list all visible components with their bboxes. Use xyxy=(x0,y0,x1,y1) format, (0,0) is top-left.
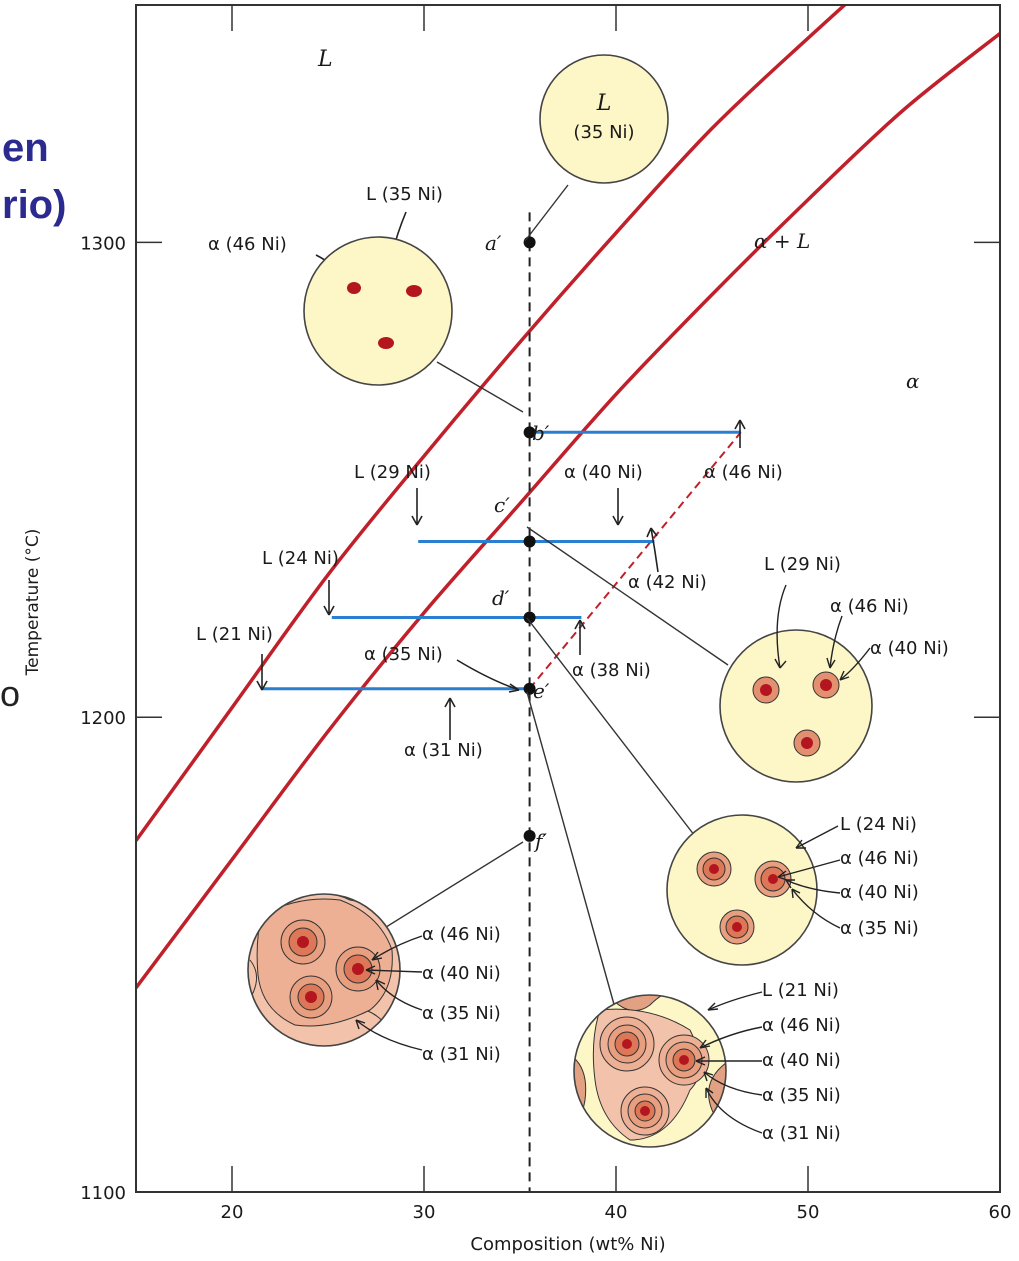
label-c-alpha-40: α (40 Ni) xyxy=(564,462,643,483)
y-tick-label: 1200 xyxy=(80,708,126,729)
y-tick-label: 1300 xyxy=(80,233,126,254)
axes: 20 30 40 50 60 1100 1200 1300 xyxy=(80,5,1011,1223)
point-label-f: f′ xyxy=(533,829,547,853)
region-label-two-phase: α + L xyxy=(754,229,810,253)
microstructure-d xyxy=(666,814,818,966)
label-f-circle-alpha-35: α (35 Ni) xyxy=(422,1003,501,1024)
label-d-circle-alpha-46: α (46 Ni) xyxy=(840,848,919,869)
y-axis-title: Temperature (°C) xyxy=(23,529,43,677)
label-b-alpha-46: α (46 Ni) xyxy=(704,462,783,483)
label-d-circle-liquid: L (24 Ni) xyxy=(840,814,917,835)
label-c-alpha-42: α (42 Ni) xyxy=(628,572,707,593)
state-point-a xyxy=(523,236,536,249)
microstructure-a: L (35 Ni) xyxy=(539,54,669,184)
microstructure-f xyxy=(247,893,401,1047)
x-tick-label: 50 xyxy=(797,1202,820,1223)
point-label-a: a′ xyxy=(485,231,502,255)
microstructure-d-arrows xyxy=(777,825,841,929)
label-d-alpha-38: α (38 Ni) xyxy=(572,660,651,681)
solidus-line xyxy=(136,32,1000,989)
label-d-circle-alpha-40: α (40 Ni) xyxy=(840,882,919,903)
plot-frame xyxy=(135,4,1001,1193)
point-label-c: c′ xyxy=(494,493,510,517)
phase-boundaries xyxy=(136,5,1000,989)
label-c-circle-alpha-46: α (46 Ni) xyxy=(830,596,909,617)
label-c-circle-alpha-40: α (40 Ni) xyxy=(870,638,949,659)
x-tick-label: 20 xyxy=(221,1202,244,1223)
region-label-alpha: α xyxy=(906,369,920,393)
point-label-e: e′ xyxy=(533,679,550,703)
label-d-alpha-35: α (35 Ni) xyxy=(364,644,443,665)
state-point-d xyxy=(523,611,536,624)
point-label-d: d′ xyxy=(492,586,510,610)
slide-title-fragment-2: rio) xyxy=(2,183,67,227)
label-e-liquid: L (21 Ni) xyxy=(196,624,273,645)
x-tick-label: 40 xyxy=(605,1202,628,1223)
label-f-circle-alpha-40: α (40 Ni) xyxy=(422,963,501,984)
microstructure-c-arrows xyxy=(774,584,871,681)
label-b-alpha: α (46 Ni) xyxy=(208,234,287,255)
label-c-circle-liquid: L (29 Ni) xyxy=(764,554,841,575)
microstructure-f-arrows xyxy=(355,935,423,1051)
label-b-liquid: L (35 Ni) xyxy=(366,184,443,205)
region-label-liquid: L xyxy=(317,47,333,72)
label-e-circle-alpha-40: α (40 Ni) xyxy=(762,1050,841,1071)
label-e-alpha-31: α (31 Ni) xyxy=(404,740,483,761)
x-tick-label: 60 xyxy=(989,1202,1012,1223)
microstructure-e xyxy=(573,994,727,1148)
state-point-f xyxy=(523,829,536,842)
label-f-circle-alpha-31: α (31 Ni) xyxy=(422,1044,501,1065)
label-e-circle-alpha-46: α (46 Ni) xyxy=(762,1015,841,1036)
tie-lines xyxy=(260,430,741,691)
circle-a-composition: (35 Ni) xyxy=(573,122,634,143)
label-e-circle-alpha-35: α (35 Ni) xyxy=(762,1085,841,1106)
point-label-b: b′ xyxy=(532,421,550,445)
circle-a-label: L xyxy=(596,91,612,116)
microstructure-c xyxy=(719,629,873,783)
label-f-circle-alpha-46: α (46 Ni) xyxy=(422,924,501,945)
microstructure-b xyxy=(303,236,453,386)
slide-text-fragment: o xyxy=(0,673,21,714)
label-d-circle-alpha-35: α (35 Ni) xyxy=(840,918,919,939)
label-c-liquid: L (29 Ni) xyxy=(354,462,431,483)
label-e-circle-alpha-31: α (31 Ni) xyxy=(762,1123,841,1144)
state-point-b xyxy=(523,426,536,439)
liquidus-line xyxy=(136,5,848,842)
x-axis-title: Composition (wt% Ni) xyxy=(470,1234,665,1255)
state-point-c xyxy=(523,535,536,548)
state-point-e xyxy=(523,682,536,695)
nonequilibrium-solidus-line xyxy=(528,431,742,690)
label-e-circle-liquid: L (21 Ni) xyxy=(762,980,839,1001)
y-tick-label: 1100 xyxy=(80,1183,126,1204)
x-tick-label: 30 xyxy=(413,1202,436,1223)
slide-title-fragment-1: en xyxy=(2,126,49,170)
microstructure-e-arrows xyxy=(695,991,763,1134)
label-d-liquid: L (24 Ni) xyxy=(262,548,339,569)
leader-lines xyxy=(377,184,729,1009)
